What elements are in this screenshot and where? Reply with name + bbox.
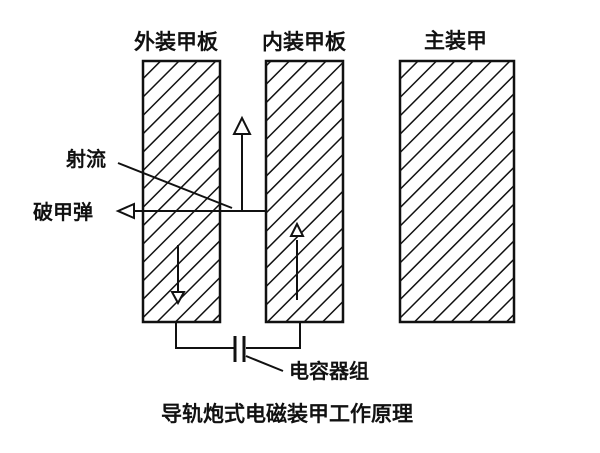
inner-current-up-icon (289, 221, 305, 237)
diagram-caption: 导轨炮式电磁装甲工作原理 (161, 402, 413, 426)
capacitor-label: 电容器组 (289, 359, 369, 383)
jet-pointer-line (117, 162, 233, 209)
outer-armor-plate (141, 59, 222, 324)
inner-armor-plate (264, 59, 345, 324)
capacitor-pointer-line (245, 355, 284, 372)
inner-plate-label: 内装甲板 (262, 30, 346, 54)
circuit-wire (175, 322, 234, 349)
jet-label: 射流 (66, 147, 106, 171)
projectile-arrow-icon (115, 202, 135, 220)
circuit-wire-right (246, 322, 301, 349)
projectile-label: 破甲弹 (33, 200, 93, 224)
main-armor-label: 主装甲 (424, 29, 487, 53)
force-arrow-up-icon (232, 115, 252, 135)
outer-current-down-icon (170, 291, 186, 306)
outer-plate-label: 外装甲板 (134, 30, 218, 54)
main-armor-block (398, 59, 516, 324)
